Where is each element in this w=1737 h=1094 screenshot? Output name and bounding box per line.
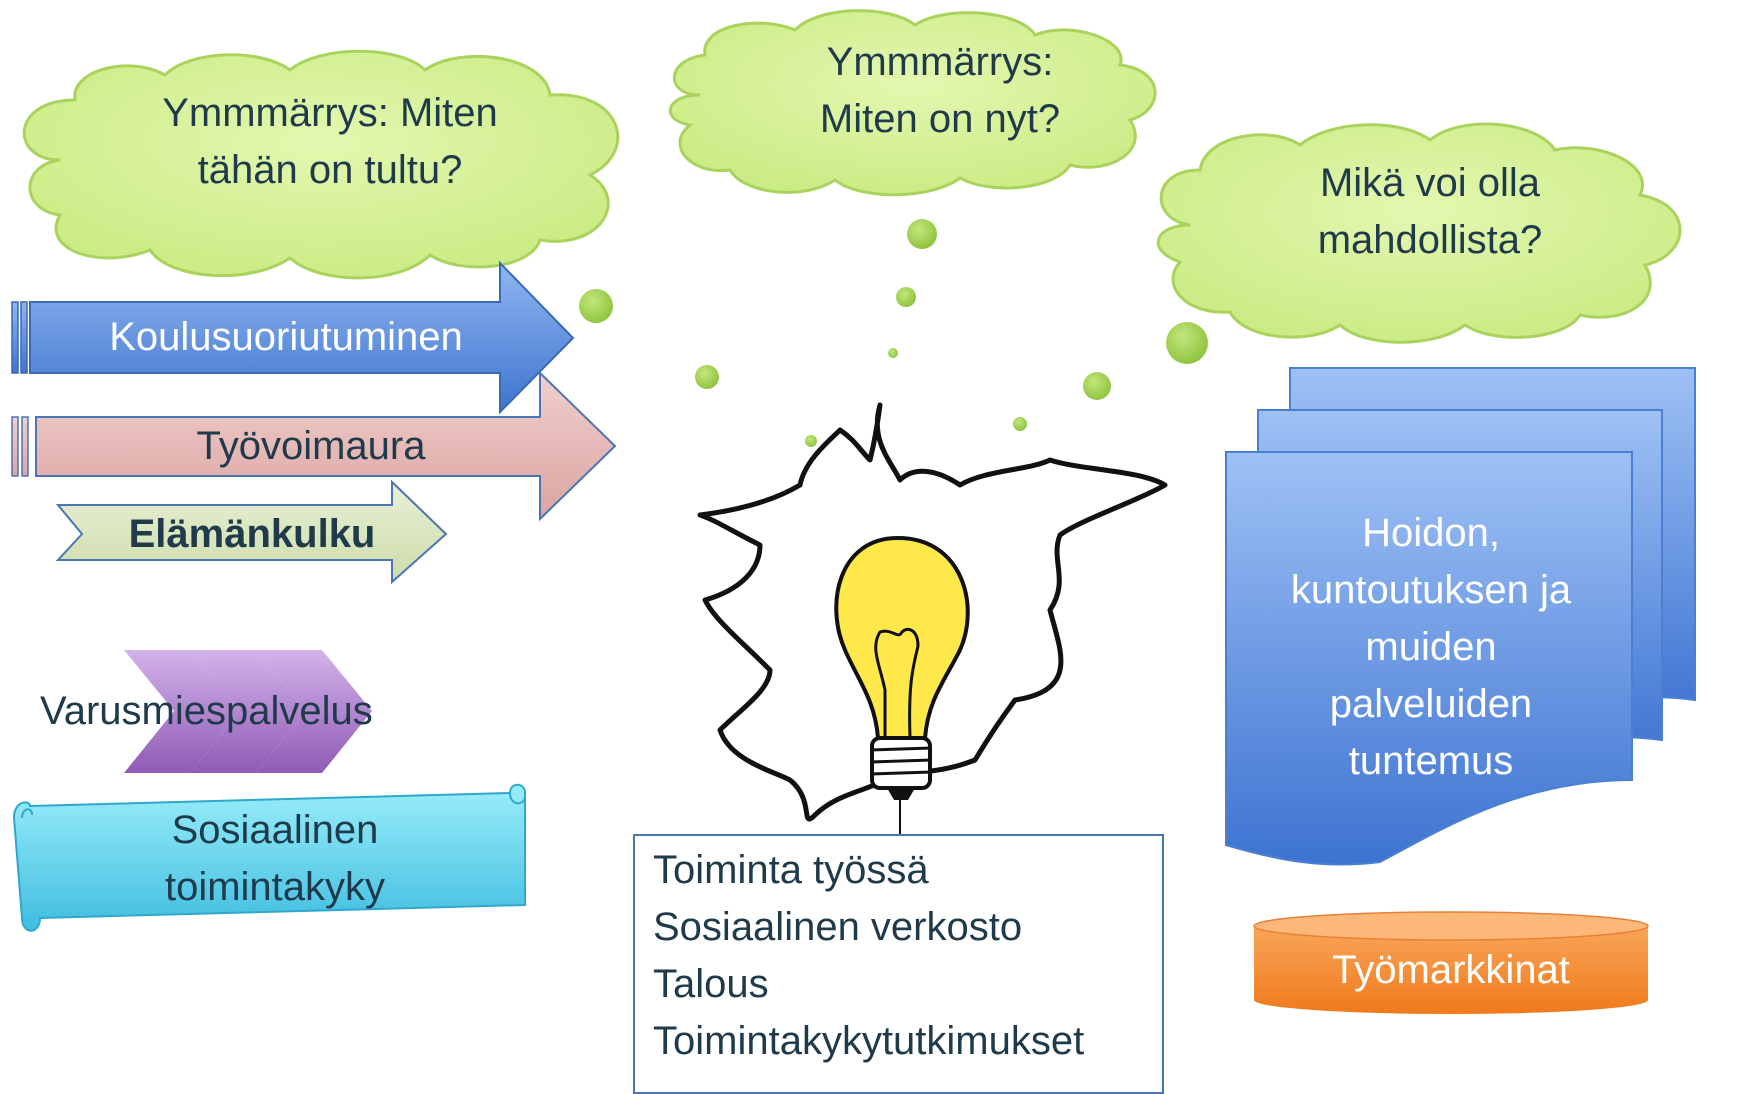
cloud-label-line: Ymmmärrys: Miten [162, 91, 498, 135]
cylinder-label-tyomarkkinat: Työmarkkinat [1332, 948, 1570, 992]
chevron-label-varusmiespalvelus: Varusmiespalvelus [40, 689, 373, 733]
cloud-label-line: tähän on tultu? [197, 148, 463, 192]
documents-label-line: Hoidon, [1362, 511, 1500, 555]
cloud-how-is-it-now [668, 9, 1157, 197]
documents-label-line: kuntoutuksen ja [1290, 568, 1572, 612]
cloud-label-line: mahdollista? [1317, 218, 1543, 262]
scroll-label-line: toimintakyky [164, 865, 386, 909]
cylinder-tyomarkkinat [1253, 911, 1649, 1014]
cloud-label-line: Ymmmärrys: [826, 40, 1054, 84]
light-bulb-icon [697, 402, 1168, 836]
cloud-how-did-we-get-here [22, 49, 620, 280]
list-item: Talous [653, 962, 769, 1006]
documents-label-line: muiden [1365, 625, 1497, 669]
scroll-label-line: Sosiaalinen [171, 808, 379, 852]
arrow-koulusuoriutuminen [11, 260, 575, 415]
arrow-elamankulku [55, 479, 448, 585]
arrow-tyovoimaura [11, 370, 617, 522]
cloud-label-how-did-we-get-here: Ymmmärrys: Miten tähän on tultu? [110, 85, 550, 199]
chevrons-varusmiespalvelus [124, 650, 372, 773]
cloud-label-line: Mikä voi olla [1319, 161, 1541, 205]
arrow-label-elamankulku: Elämänkulku [128, 512, 376, 556]
center-list-box: Toiminta työssä Sosiaalinen verkosto Tal… [633, 834, 1164, 1094]
cloud-label-line: Miten on nyt? [819, 97, 1061, 141]
list-item: Toiminta työssä [653, 848, 929, 892]
thought-bubbles [579, 219, 1208, 447]
scroll-sosiaalinen-toimintakyky [12, 783, 526, 932]
cloud-label-how-is-it-now: Ymmmärrys: Miten on nyt? [720, 34, 1160, 148]
cloud-what-could-be-possible [1156, 122, 1682, 344]
arrow-label-koulusuoriutuminen: Koulusuoriutuminen [109, 315, 463, 359]
list-item: Sosiaalinen verkosto [653, 905, 1023, 949]
cloud-label-what-could-be-possible: Mikä voi olla mahdollista? [1210, 155, 1650, 269]
documents-label-line: palveluiden [1329, 682, 1533, 726]
documents-stack [1225, 367, 1696, 866]
arrow-label-tyovoimaura: Työvoimaura [196, 424, 426, 468]
scroll-label-sosiaalinen-toimintakyky: Sosiaalinen toimintakyky [30, 802, 520, 916]
list-item: Toimintakykytutkimukset [653, 1019, 1085, 1063]
documents-label: Hoidon, kuntoutuksen ja muiden palveluid… [1236, 505, 1626, 790]
documents-label-line: tuntemus [1348, 739, 1514, 783]
